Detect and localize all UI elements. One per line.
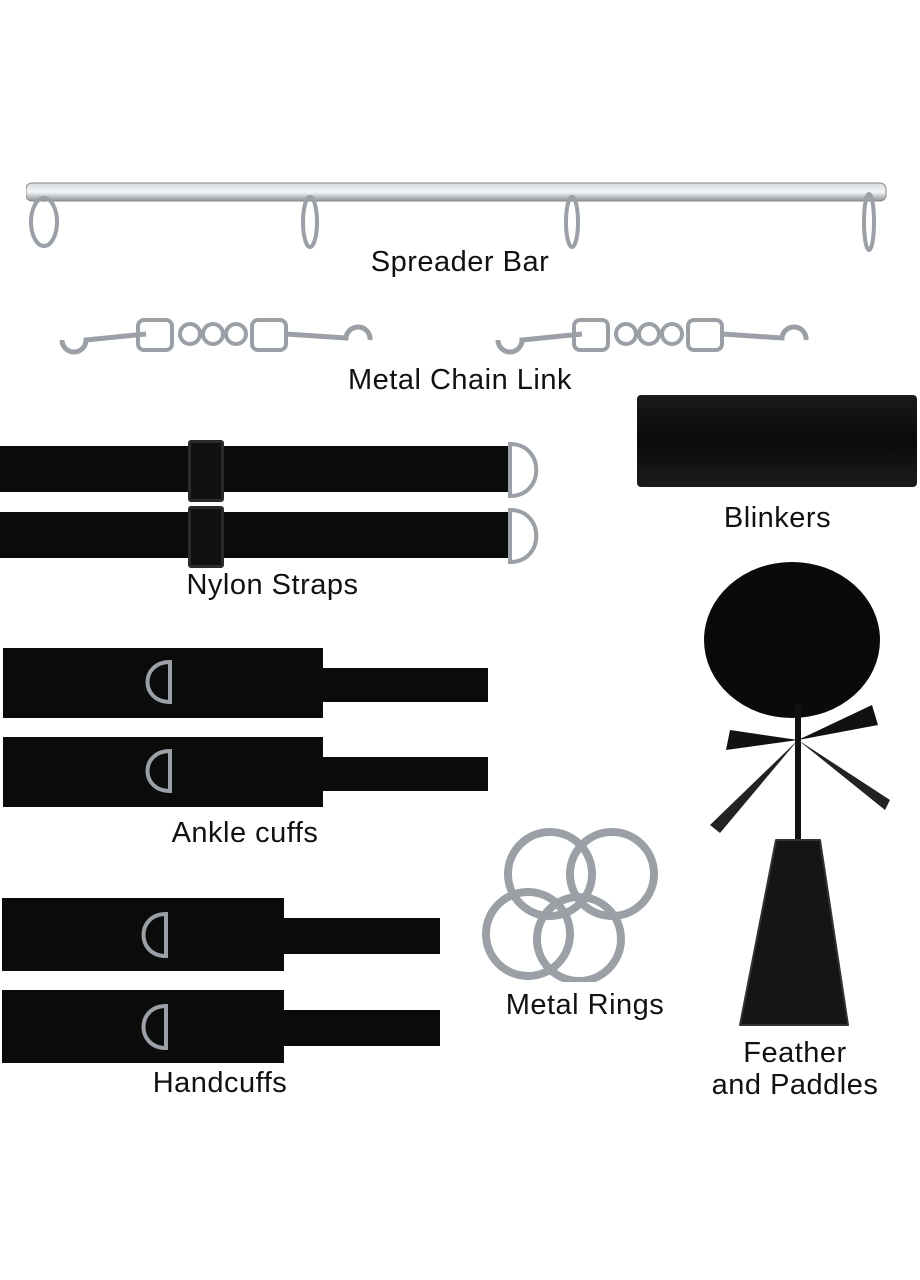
blinkers-label: Blinkers xyxy=(723,502,832,534)
ankle-cuffs-label: Ankle cuffs xyxy=(171,817,319,849)
handcuffs-label: Handcuffs xyxy=(152,1067,288,1099)
spreader-bar-illustration xyxy=(25,180,888,255)
feather-paddle-illustration xyxy=(690,555,900,1030)
chain-link-left-illustration xyxy=(58,312,388,362)
feather-paddles-label: Feather and Paddles xyxy=(680,1037,910,1102)
metal-rings-illustration xyxy=(478,822,678,985)
chain-link-label: Metal Chain Link xyxy=(348,364,572,396)
nylon-straps-illustration xyxy=(0,440,550,568)
spreader-bar-label: Spreader Bar xyxy=(370,246,550,278)
feather-paddles-label-line2: and Paddles xyxy=(711,1068,879,1101)
feather-paddles-label-line1: Feather xyxy=(743,1037,847,1069)
handcuffs-illustration xyxy=(0,898,442,1066)
metal-rings-label: Metal Rings xyxy=(505,989,665,1021)
blinkers-illustration xyxy=(637,395,917,487)
chain-link-right-illustration xyxy=(494,312,824,362)
nylon-straps-label: Nylon Straps xyxy=(186,569,359,601)
ankle-cuffs-illustration xyxy=(0,648,492,808)
